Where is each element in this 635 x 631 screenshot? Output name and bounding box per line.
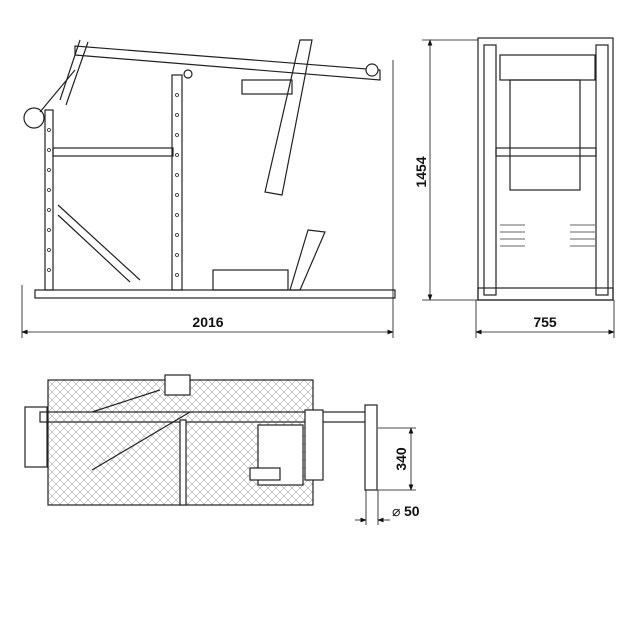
length-label: 2016 xyxy=(192,314,223,330)
diameter-symbol: ⌀ xyxy=(392,503,400,519)
side-view xyxy=(23,39,396,299)
dimension-height: 1454 xyxy=(413,39,478,301)
dimension-length: 2016 xyxy=(21,60,394,338)
top-view xyxy=(24,374,378,506)
dimension-handle-length: 340 xyxy=(378,427,416,491)
dimension-handle-diameter: ⌀ 50 xyxy=(355,490,420,525)
height-label: 1454 xyxy=(413,156,429,187)
upright-holes xyxy=(47,93,179,277)
front-view xyxy=(477,37,614,301)
handle-length-label: 340 xyxy=(393,447,409,471)
width-label: 755 xyxy=(533,314,557,330)
dimension-width: 755 xyxy=(475,300,615,338)
handle-diameter-label: 50 xyxy=(404,503,420,519)
